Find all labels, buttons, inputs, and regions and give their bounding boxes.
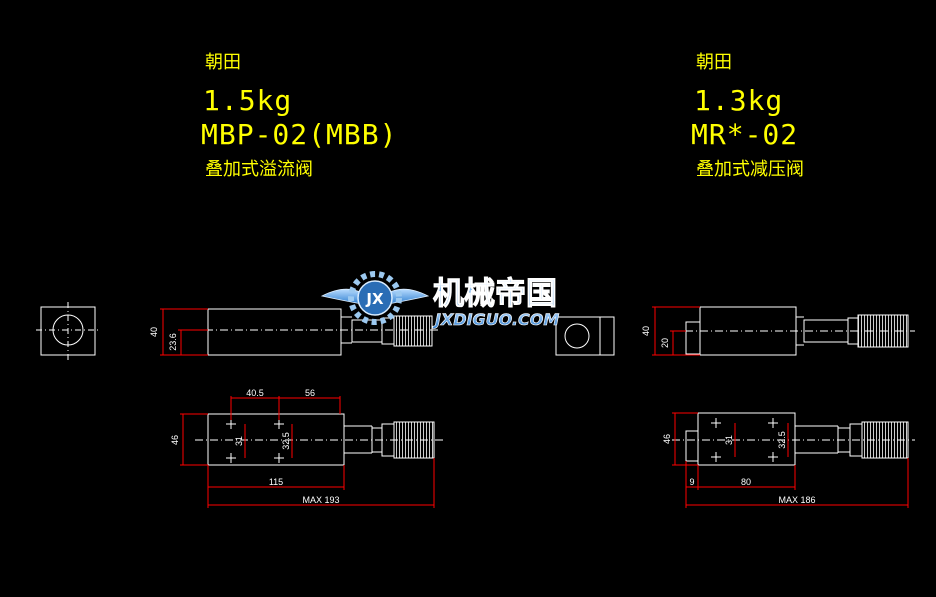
left-front-view [190,308,440,356]
gear-icon [348,271,402,325]
dim-left-width: 46 [170,435,180,445]
dim-left-height: 40 [149,327,159,337]
dim-right-hole-v1: 31 [724,435,734,445]
left-end-view [36,302,100,360]
watermark-url: JXDIGUO.COM [432,310,559,329]
dim-right-height: 40 [641,326,651,336]
right-weight: 1.3kg [694,84,784,117]
right-brand: 朝田 [696,52,732,73]
wing-left-icon [320,288,363,305]
dim-left-spacing-b: 56 [305,388,315,398]
left-top-view [195,413,445,466]
dim-left-spacing-a: 40.5 [246,388,264,398]
watermark-title: 机械帝国 [433,276,557,312]
dim-left-hole-v1: 31 [234,436,244,446]
right-front-view [670,306,915,356]
left-model: MBP-02(MBB) [201,118,398,151]
middle-end-piece [555,316,615,356]
dim-right-max-len: MAX 186 [778,495,815,505]
dim-right-spacing: 80 [741,477,751,487]
right-top-view [672,412,915,466]
left-weight: 1.5kg [203,84,293,117]
dim-left-hole-v2: 32.5 [281,432,291,450]
dim-left-body-len: 115 [269,477,283,487]
dim-right-center: 20 [660,338,670,348]
dim-right-hole-v2: 32.5 [777,431,787,449]
dim-right-width: 46 [662,434,672,444]
right-valve-name: 叠加式减压阀 [696,159,804,180]
wing-right-icon [387,288,430,305]
left-brand: 朝田 [205,52,241,73]
dim-left-center: 23.6 [168,333,178,351]
dim-right-offset: 9 [689,477,694,487]
dim-left-max-len: MAX 193 [302,495,339,505]
watermark-logo-letters: JX [365,290,384,308]
right-model: MR*-02 [691,118,799,151]
left-valve-name: 叠加式溢流阀 [205,159,313,180]
watermark: JX 机械帝国 JXDIGUO.COM [320,271,560,329]
